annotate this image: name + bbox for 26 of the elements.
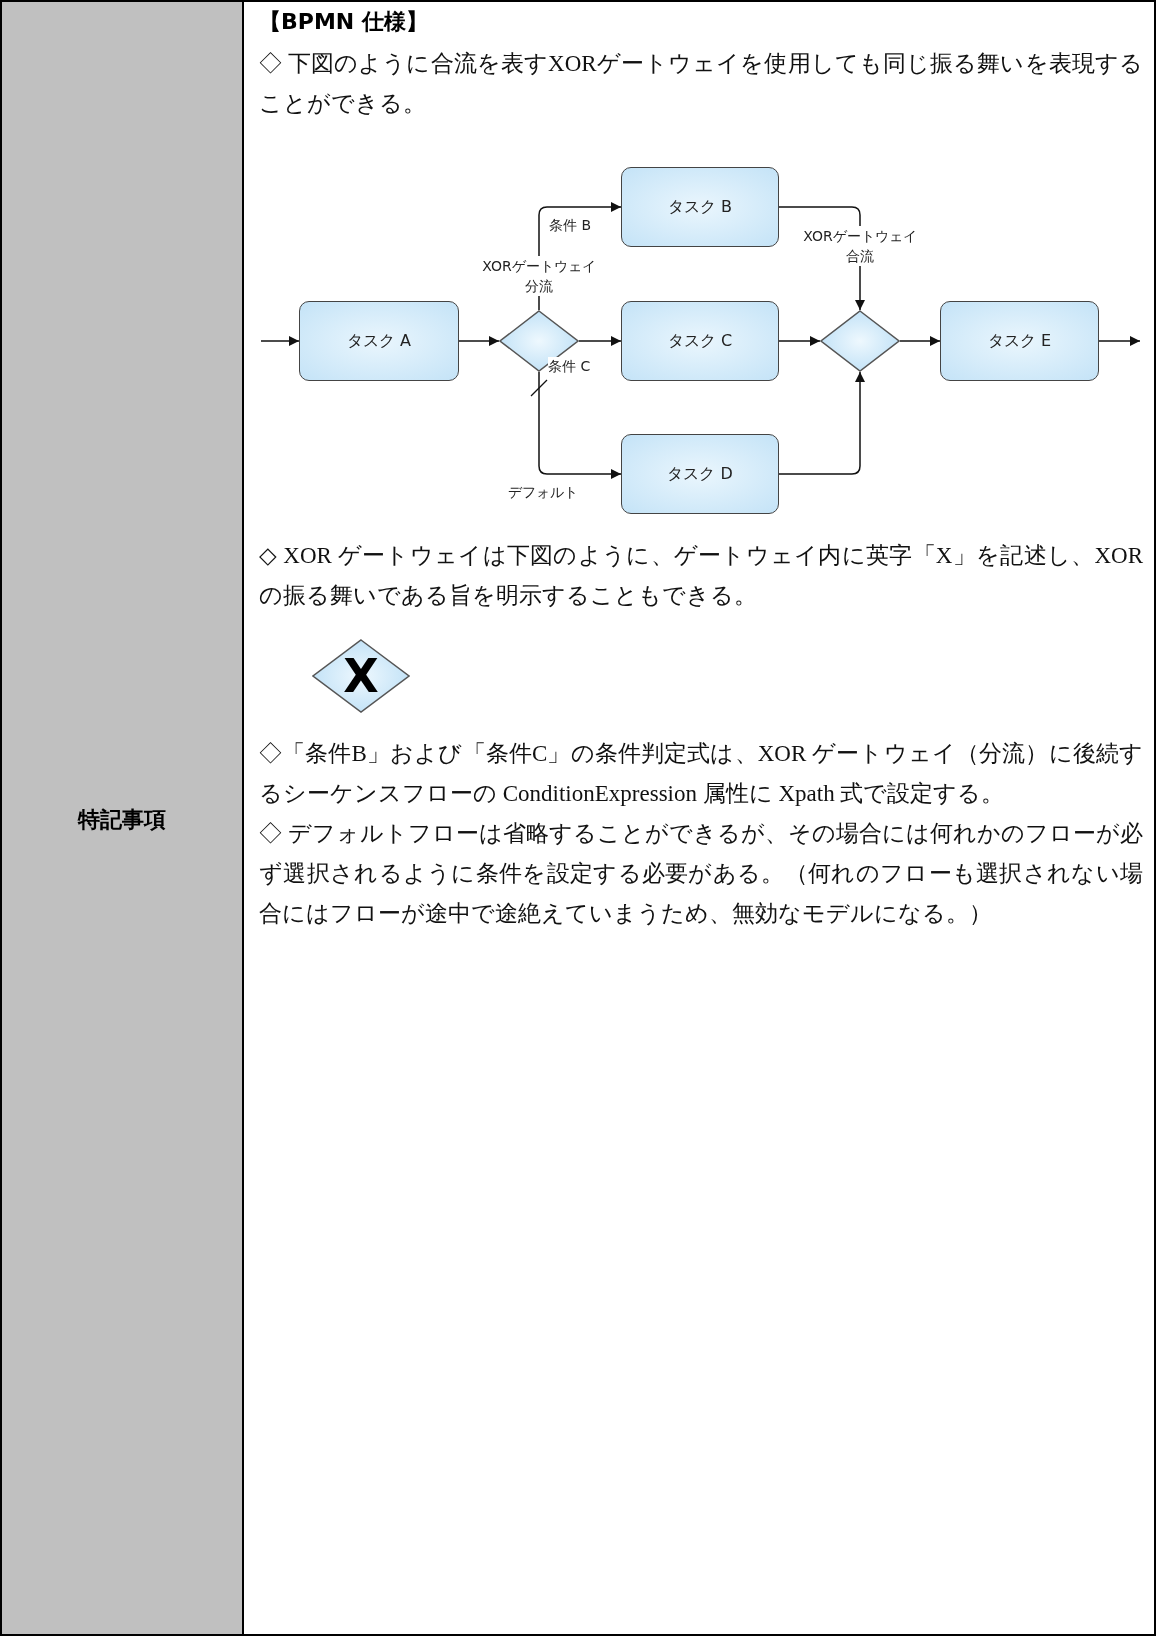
section-title: 【BPMN 仕様】 — [259, 8, 429, 36]
paragraph: ◇ 下図のように合流を表すXORゲートウェイを使用しても同じ振る舞いを表現することができる。 — [259, 50, 1143, 118]
arrow — [1098, 336, 1141, 346]
arrow — [458, 336, 500, 346]
paragraph: ◇ XOR ゲートウェイは下図のように、ゲートウェイ内に英字「X」を記述し、XOR の振る舞いである旨を明示することもできる。 — [259, 542, 1143, 610]
gateway-marker: X — [343, 653, 379, 699]
edge-label: 条件 B — [549, 216, 592, 234]
task-box: タスク C — [621, 301, 779, 381]
arrow — [578, 336, 622, 346]
edge-label: 条件 C — [548, 357, 591, 375]
arrow — [778, 336, 821, 346]
arrow — [538, 371, 622, 479]
paragraph: ◇ デフォルトフローは省略することができるが、その場合には何れかのフローが必ず選択されるように条件を設定する必要がある。（何れのフローも選択されない場合にはフローが途中で途絶えていまうため、無効なモデルになる。） — [259, 820, 1143, 928]
paragraph: ◇「条件B」および「条件C」の条件判定式は、XOR ゲートウェイ（分流）に後続するシーケンスフローの ConditionExpression 属性に Xpath 式で設定する。 — [259, 740, 1143, 808]
task-box: タスク B — [621, 167, 779, 247]
row-header: 特記事項 — [76, 806, 167, 834]
task-box: タスク E — [940, 301, 1099, 381]
edge-label: デフォルト — [508, 483, 578, 501]
arrow — [260, 336, 300, 346]
gateway-diamond — [820, 310, 900, 372]
gateway-diamond — [312, 639, 410, 713]
task-box: タスク A — [299, 301, 459, 381]
task-box: タスク D — [621, 434, 779, 514]
arrow — [899, 336, 941, 346]
arrow — [778, 371, 865, 475]
gateway-diamond — [499, 310, 579, 372]
